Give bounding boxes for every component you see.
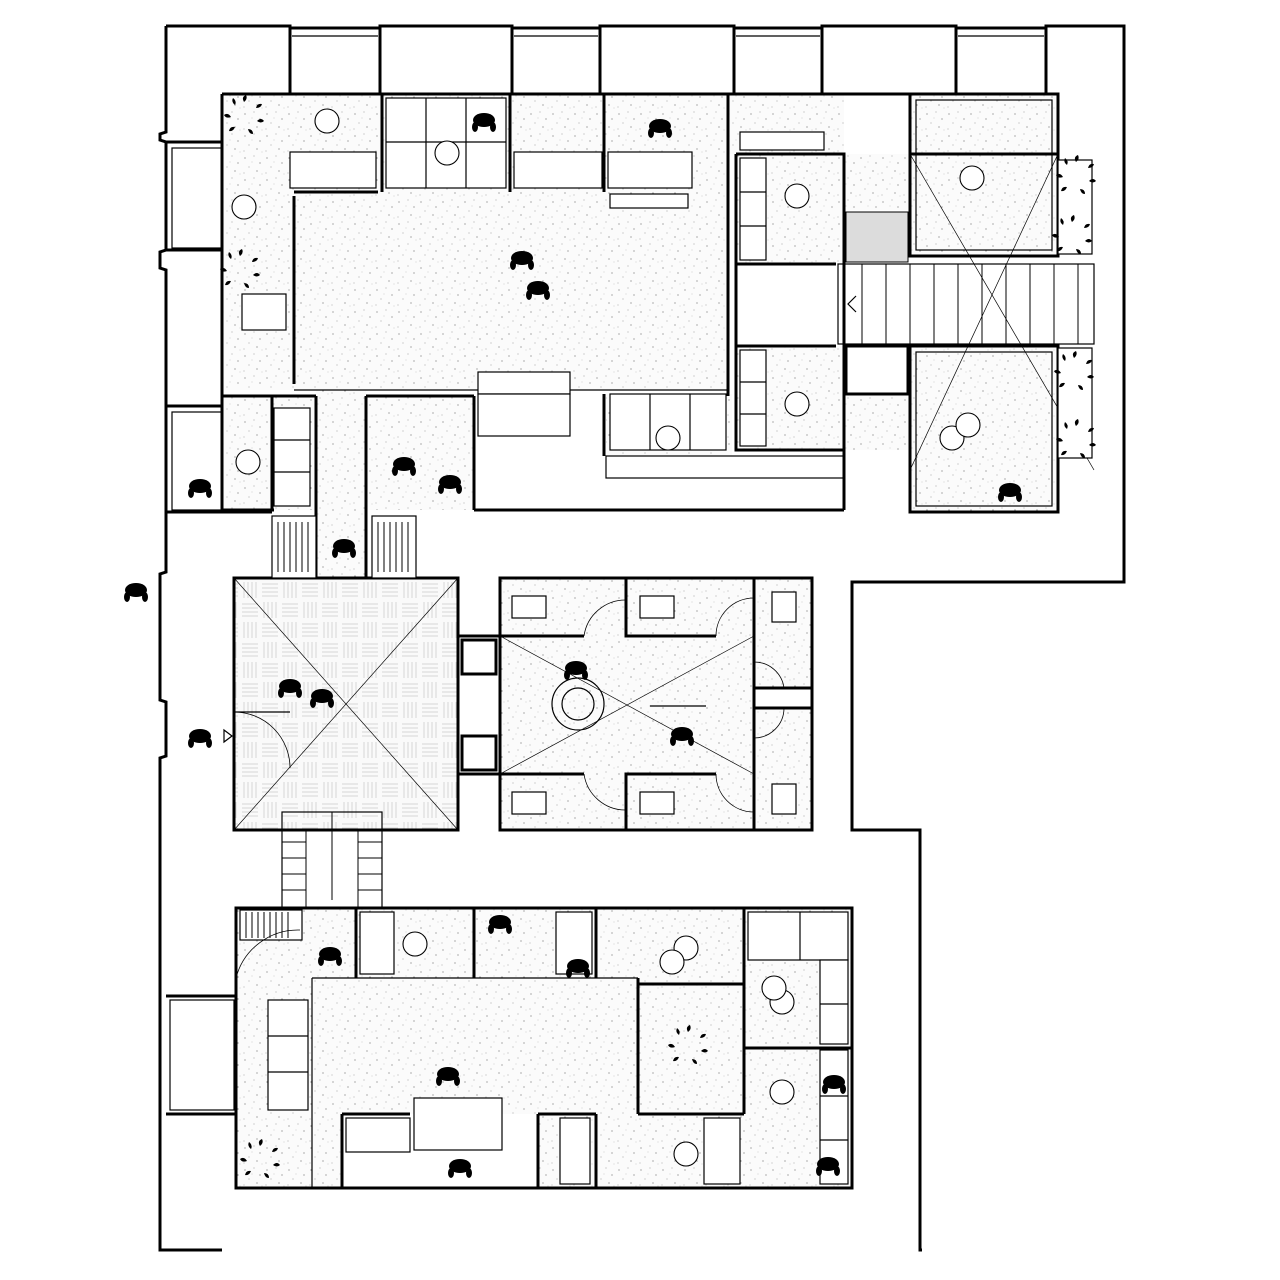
- north-wing: [166, 92, 1095, 578]
- entrance-hall: [223, 515, 500, 909]
- south-wing: [166, 906, 854, 1190]
- entrance-triangle-icon: [223, 728, 233, 744]
- north-stair: [837, 263, 1095, 345]
- stair-arrow-icon: [847, 295, 857, 313]
- floor-areas: [222, 94, 1058, 1188]
- cluster-unit: [498, 576, 814, 832]
